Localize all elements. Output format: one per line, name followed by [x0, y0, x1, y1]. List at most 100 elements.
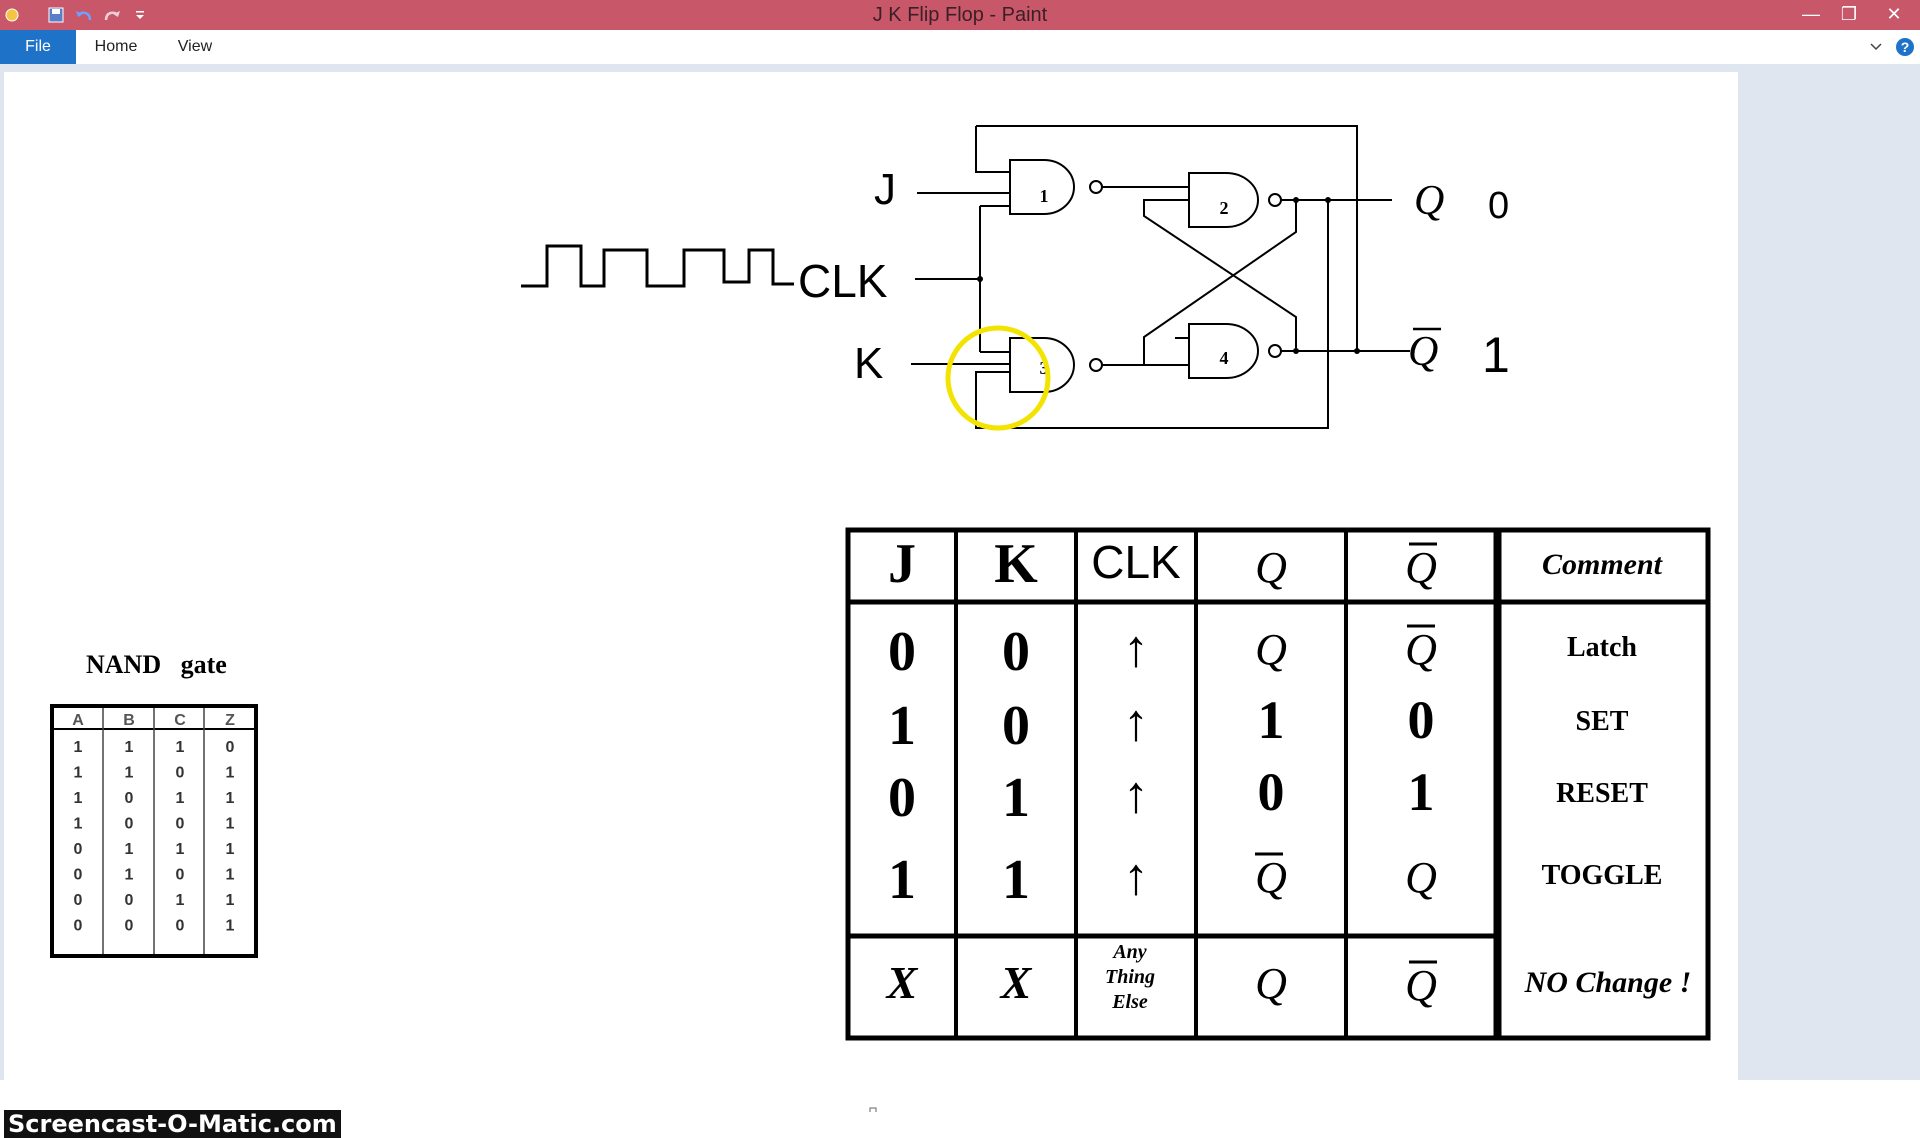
truth-cell-j: 1 — [888, 849, 916, 911]
app-icon[interactable] — [0, 3, 24, 27]
save-icon[interactable] — [44, 3, 68, 27]
truth-cell-comment: TOGGLE — [1542, 860, 1663, 891]
truth-header-k: K — [994, 533, 1038, 595]
truth-header-clk: CLK — [1091, 536, 1181, 588]
truth-cell-clk: ↑ — [1123, 766, 1149, 824]
truth-cell-q: 1 — [1258, 690, 1285, 750]
truth-cell-k: 0 — [1002, 695, 1030, 757]
undo-icon[interactable] — [72, 3, 96, 27]
nand-table-cell: 1 — [226, 841, 235, 858]
tab-home[interactable]: Home — [94, 38, 138, 55]
truth-last-qbar: Q — [1405, 961, 1437, 1010]
nand-table-cell: 0 — [176, 918, 185, 935]
nand-header-cell: B — [123, 712, 135, 729]
gate-1-number: 1 — [1040, 186, 1049, 206]
gate-4-number: 4 — [1220, 348, 1229, 368]
customize-icon[interactable] — [128, 3, 152, 27]
truth-cell-qbar: 0 — [1408, 690, 1435, 750]
cursor-highlight — [945, 325, 1051, 431]
quick-access-toolbar — [0, 3, 156, 27]
tab-file[interactable]: File — [0, 30, 76, 64]
feedback-wire-gate1 — [975, 126, 1010, 173]
nand-table-cell: 0 — [176, 867, 185, 884]
truth-cell-q: 0 — [1258, 762, 1285, 822]
nand-table-cell: 1 — [226, 867, 235, 884]
truth-cell-j: 0 — [888, 767, 916, 829]
truth-last-clk-line: Thing — [1105, 966, 1155, 988]
truth-last-k: X — [999, 957, 1033, 1008]
nand-table-cell: 1 — [176, 892, 185, 909]
nand-table-cell: 1 — [226, 765, 235, 782]
truth-cell-comment: RESET — [1556, 778, 1648, 809]
truth-cell-clk: ↑ — [1123, 848, 1149, 906]
clk-junction — [977, 276, 983, 282]
cross-wire-q — [1143, 200, 1297, 366]
nand-header-cell: Z — [225, 712, 235, 729]
input-j-label: J — [874, 165, 896, 214]
nand-table-cell: 0 — [125, 816, 134, 833]
minimize-button[interactable]: — — [1802, 4, 1820, 24]
nand-table-cell: 1 — [226, 892, 235, 909]
truth-header-j: J — [888, 533, 916, 595]
canvas-drawing: J CLK K 1 2 3 4 Q Q 0 1 NAND gate ABCZ11… — [50, 125, 1750, 1115]
close-button[interactable]: ✕ — [1886, 4, 1902, 24]
gate2-bubble — [1268, 193, 1282, 207]
chevron-down-icon[interactable] — [1868, 30, 1884, 64]
truth-cell-q: Q — [1255, 853, 1287, 902]
jk-truth-table — [845, 527, 1711, 1041]
truth-cell-clk: ↑ — [1123, 694, 1149, 752]
nand-table-cell: 1 — [176, 739, 185, 756]
nand-table-cell: 0 — [125, 790, 134, 807]
q-value: 0 — [1488, 185, 1509, 227]
ribbon-tabs: File Home View ? — [0, 30, 1920, 65]
qbar-junction-2 — [1354, 348, 1360, 354]
truth-cell-k: 1 — [1002, 849, 1030, 911]
truth-last-clk-line: Any — [1111, 941, 1146, 963]
cross-wire-qbar — [1143, 199, 1297, 351]
restore-button[interactable]: ❐ — [1840, 4, 1858, 24]
title-bar: J K Flip Flop - Paint — ❐ ✕ — [0, 0, 1920, 30]
output-q-label: Q — [1414, 178, 1444, 224]
truth-last-comment: NO Change ! — [1524, 966, 1692, 999]
nand-table-cell: 1 — [226, 918, 235, 935]
truth-header-comment: Comment — [1542, 548, 1664, 581]
feedback-wire-qbar — [975, 201, 1329, 429]
nand-table-cell: 1 — [74, 765, 83, 782]
nand-table-cell: 1 — [176, 841, 185, 858]
nand-table-cell: 0 — [74, 918, 83, 935]
nand-table-cell: 0 — [176, 765, 185, 782]
nand-table-cell: 0 — [74, 841, 83, 858]
gate-3-number: 3 — [1040, 358, 1049, 378]
truth-cell-qbar: Q — [1405, 853, 1437, 902]
nand-header-cell: C — [174, 712, 186, 729]
nand-header-cell: A — [72, 712, 84, 729]
nand-table-cell: 1 — [125, 841, 134, 858]
redo-icon[interactable] — [100, 3, 124, 27]
resize-handle-bottom[interactable] — [869, 1107, 877, 1115]
nand-table-cell: 0 — [125, 918, 134, 935]
truth-cell-j: 0 — [888, 621, 916, 683]
nand-table-title: NAND gate — [86, 650, 227, 679]
clk-label: CLK — [798, 255, 888, 307]
jk-flip-flop-circuit — [521, 125, 1441, 734]
help-icon[interactable]: ? — [1894, 30, 1916, 64]
input-k-label: K — [854, 339, 883, 388]
truth-header-q: Q — [1255, 543, 1287, 592]
qbar-value: 1 — [1482, 327, 1510, 383]
gate3-bubble — [1089, 358, 1103, 372]
truth-cell-qbar: Q — [1405, 625, 1437, 674]
nand-table-cell: 1 — [74, 816, 83, 833]
truth-header-qbar: Q — [1405, 543, 1437, 592]
tab-view[interactable]: View — [177, 38, 213, 55]
truth-cell-comment: Latch — [1567, 632, 1637, 663]
nand-table-cell: 0 — [74, 867, 83, 884]
truth-cell-j: 1 — [888, 695, 916, 757]
q-junction-2 — [1325, 197, 1331, 203]
nand-gate-4 — [1188, 323, 1259, 379]
output-qbar-label: Q — [1408, 329, 1438, 375]
